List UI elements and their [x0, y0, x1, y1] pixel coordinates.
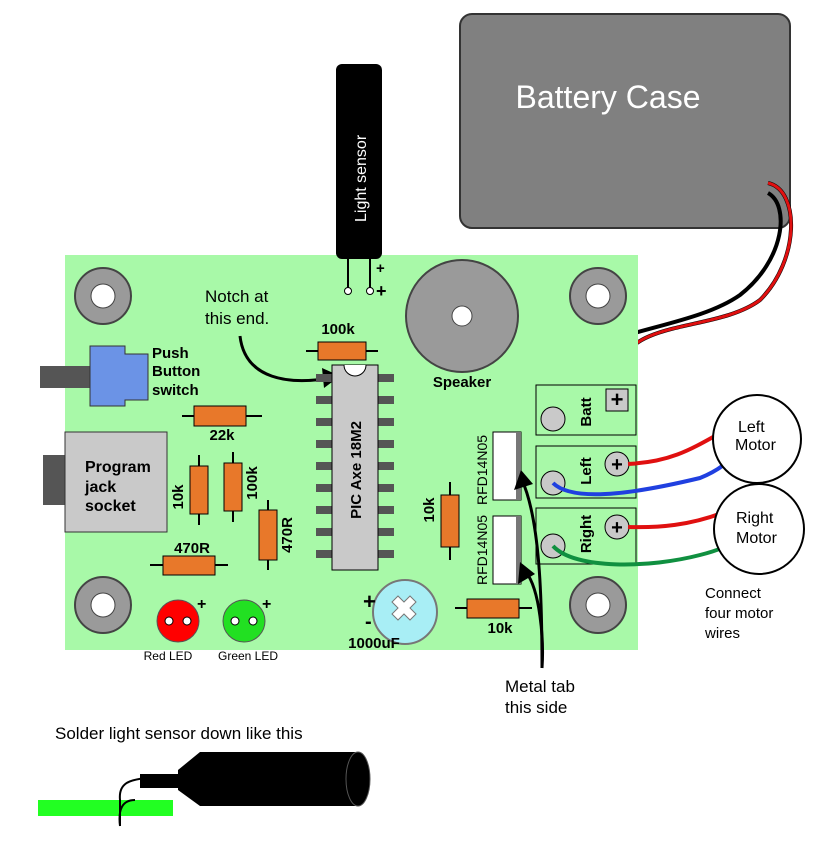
- red-led: + Red LED: [144, 596, 207, 663]
- push-button-label-1: Push: [152, 345, 189, 362]
- program-jack-label-2: jack: [84, 479, 116, 496]
- green-led: + Green LED: [218, 596, 278, 663]
- capacitor-minus: -: [365, 611, 372, 633]
- sensor-plus-top: +: [376, 260, 385, 277]
- resistor-470-vertical-label: 470R: [279, 517, 296, 553]
- light-sensor-label: Light sensor: [353, 134, 370, 222]
- chip-pin: [316, 462, 332, 470]
- resistor-10k-bottom: 10k: [455, 598, 532, 637]
- resistor-100k-vertical-label: 100k: [244, 466, 261, 500]
- chip-pin: [316, 484, 332, 492]
- chip-pin: [378, 396, 394, 404]
- sensor-plus-bottom: +: [376, 281, 387, 301]
- resistor-470-vertical: 470R: [258, 500, 296, 570]
- chip-pin: [316, 528, 332, 536]
- push-button-label-2: Button: [152, 363, 200, 380]
- metal-tab-note-2: this side: [505, 698, 567, 717]
- wire-left-red: [627, 430, 723, 466]
- mosfet-top-label: RFD14N05: [474, 435, 490, 505]
- program-jack-socket: Program jack socket: [43, 431, 168, 533]
- program-jack-label-1: Program: [85, 459, 151, 476]
- connect-note-3: wires: [704, 625, 740, 642]
- mosfet-top: RFD14N05: [474, 431, 522, 505]
- chip-pin: [378, 484, 394, 492]
- terminal-left: + Left: [535, 445, 637, 499]
- light-sensor: Light sensor + +: [336, 64, 387, 301]
- resistor-10k-left: 10k: [170, 455, 209, 525]
- right-motor-label-1: Right: [736, 510, 774, 527]
- resistor-470-horizontal: 470R: [150, 540, 228, 576]
- capacitor-plus: +: [363, 589, 376, 614]
- chip-pin: [316, 396, 332, 404]
- metal-tab-arrowhead-bottom: [518, 562, 535, 584]
- program-jack-label-3: socket: [85, 498, 136, 515]
- terminal-left-label: Left: [578, 457, 595, 485]
- resistor-22k: 22k: [182, 405, 262, 444]
- resistor-100k-vertical: 100k: [223, 452, 261, 522]
- chip-pin: [378, 550, 394, 558]
- push-button-switch: Push Button switch: [40, 345, 200, 407]
- chip-pin: [316, 506, 332, 514]
- left-motor-label-2: Motor: [735, 437, 777, 454]
- red-led-plus: +: [197, 596, 206, 613]
- capacitor-label: 1000uF: [348, 635, 400, 652]
- resistor-22k-label: 22k: [209, 427, 235, 444]
- chip-pin: [316, 374, 332, 382]
- notch-note-line1: Notch at: [205, 287, 269, 306]
- speaker-label: Speaker: [433, 374, 492, 391]
- battery-case: Battery Case: [459, 13, 791, 229]
- mosfet-bottom: RFD14N05: [474, 515, 522, 585]
- red-led-label: Red LED: [144, 649, 193, 663]
- chip-pin: [316, 440, 332, 448]
- batt-plus-symbol: +: [611, 387, 624, 412]
- chip-pin: [378, 374, 394, 382]
- metal-tab-arrowhead-top: [514, 470, 533, 490]
- resistor-100k-top-label: 100k: [321, 321, 355, 338]
- chip-pin: [378, 440, 394, 448]
- wire-red-battery-inner: [614, 181, 793, 399]
- left-plus-symbol: +: [611, 454, 623, 476]
- chip-pin: [316, 550, 332, 558]
- green-led-label: Green LED: [218, 649, 278, 663]
- wire-right-red: [627, 511, 723, 530]
- solder-note: Solder light sensor down like this: [55, 724, 303, 743]
- right-motor-label-2: Motor: [736, 530, 778, 547]
- resistor-10k-left-label: 10k: [170, 484, 187, 510]
- connect-note-1: Connect: [705, 585, 762, 602]
- terminal-right: + Right: [535, 507, 637, 565]
- terminal-right-label: Right: [578, 515, 595, 553]
- resistor-10k-mid-label: 10k: [421, 497, 438, 523]
- mounting-holes: [74, 267, 627, 634]
- metal-tab-note-1: Metal tab: [505, 677, 575, 696]
- right-motor: Right Motor: [713, 483, 805, 575]
- resistor-100k-top: 100k: [306, 321, 378, 361]
- battery-title: Battery Case: [516, 79, 701, 115]
- left-motor-label-1: Left: [738, 419, 765, 436]
- chip-pin: [378, 462, 394, 470]
- resistor-470-horizontal-label: 470R: [174, 540, 210, 557]
- green-led-plus: +: [262, 596, 271, 613]
- notch-note-line2: this end.: [205, 309, 269, 328]
- left-motor: Left Motor: [712, 394, 802, 484]
- terminal-batt-label: Batt: [578, 397, 595, 426]
- pic-chip-label: PIC Axe 18M2: [348, 421, 365, 519]
- right-plus-symbol: +: [611, 517, 623, 539]
- chip-pin: [378, 418, 394, 426]
- mosfet-bottom-label: RFD14N05: [474, 515, 490, 585]
- chip-pin: [316, 418, 332, 426]
- resistor-10k-mid: 10k: [421, 482, 460, 560]
- capacitor-1000uf: + - 1000uF: [348, 579, 438, 652]
- solder-sensor-illustration: [38, 751, 371, 827]
- resistor-10k-bottom-label: 10k: [487, 620, 513, 637]
- connect-note-2: four motor: [705, 605, 773, 622]
- chip-pin: [378, 506, 394, 514]
- chip-pin: [378, 528, 394, 536]
- speaker: Speaker: [405, 259, 519, 391]
- push-button-label-3: switch: [152, 382, 199, 399]
- metal-tab-arrow-bottom: [524, 571, 544, 669]
- pic-chip: PIC Axe 18M2: [316, 364, 394, 571]
- terminal-batt: + Batt: [535, 384, 637, 436]
